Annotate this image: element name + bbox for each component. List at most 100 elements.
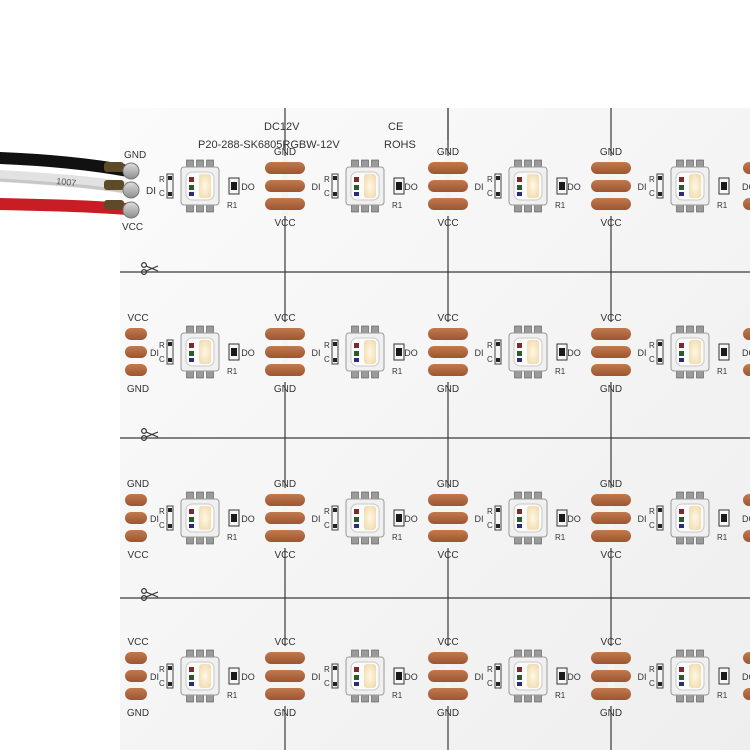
- capacitor-label: C: [159, 189, 165, 198]
- pad-top-label: VCC: [600, 313, 621, 324]
- di-label: DI: [638, 672, 647, 682]
- input-vcc-label: VCC: [122, 222, 143, 233]
- power-wires: 1007 GND DI VCC: [0, 150, 156, 233]
- scissors-icon: [140, 261, 159, 276]
- cut-pad-group: GND VCC DO DI: [241, 479, 320, 561]
- r1-label: R1: [555, 533, 566, 542]
- copper-pad: [591, 530, 631, 542]
- copper-pad: [591, 512, 631, 524]
- pad-top-label: GND: [274, 479, 296, 490]
- capacitor-label: C: [649, 521, 655, 530]
- edge-pad: [743, 328, 750, 340]
- wire-tip-black: [104, 162, 124, 172]
- resistor-label: R: [487, 665, 493, 674]
- cut-marks: [140, 261, 159, 602]
- resistor-label: R: [324, 341, 330, 350]
- rohs-label: ROHS: [384, 139, 416, 151]
- edge-pad: [125, 652, 147, 664]
- do-label: DO: [241, 672, 255, 682]
- resistor-label: R: [324, 175, 330, 184]
- edge-top-label: GND: [127, 479, 149, 490]
- di-label: DI: [475, 182, 484, 192]
- resistor-label: R: [487, 507, 493, 516]
- di-label: DI: [312, 514, 321, 524]
- edge-pad: [125, 364, 147, 376]
- copper-pad: [265, 162, 305, 174]
- pad-bottom-label: VCC: [600, 550, 621, 561]
- capacitor-label: C: [159, 679, 165, 688]
- right-do-label: DO: [742, 514, 750, 524]
- copper-pad: [265, 494, 305, 506]
- copper-pad: [591, 494, 631, 506]
- edge-top-label: VCC: [127, 637, 148, 648]
- right-do-label: DO: [742, 672, 750, 682]
- di-label: DI: [312, 348, 321, 358]
- wire-print: 1007: [56, 176, 77, 188]
- r1-label: R1: [227, 367, 238, 376]
- pad-bottom-label: VCC: [274, 550, 295, 561]
- copper-pad: [265, 364, 305, 376]
- copper-pad: [591, 688, 631, 700]
- capacitor-label: C: [487, 355, 493, 364]
- pad-bottom-label: GND: [600, 708, 622, 719]
- copper-pad: [265, 670, 305, 682]
- resistor-label: R: [649, 507, 655, 516]
- pcb-board: [120, 108, 750, 750]
- input-gnd-label: GND: [124, 150, 146, 161]
- copper-pad: [591, 364, 631, 376]
- copper-pad: [591, 180, 631, 192]
- edge-pad: [125, 670, 147, 682]
- scissors-icon: [140, 427, 159, 442]
- pad-bottom-label: GND: [437, 384, 459, 395]
- pad-bottom-label: VCC: [437, 550, 458, 561]
- edge-pad: [743, 652, 750, 664]
- resistor-label: R: [159, 175, 165, 184]
- copper-pad: [428, 346, 468, 358]
- edge-pad: [743, 530, 750, 542]
- copper-pad: [265, 180, 305, 192]
- edge-pad: [743, 198, 750, 210]
- pad-top-label: VCC: [600, 637, 621, 648]
- r1-label: R1: [227, 691, 238, 700]
- pad-top-label: VCC: [274, 637, 295, 648]
- board-header: DC12V CE P20-288-SK6805RGBW-12V ROHS: [198, 121, 416, 151]
- wire-white-shade: [0, 178, 129, 194]
- r1-label: R1: [717, 367, 728, 376]
- edge-di-label: DI: [150, 672, 159, 682]
- capacitor-label: C: [487, 521, 493, 530]
- part-number-label: P20-288-SK6805RGBW-12V: [198, 139, 340, 151]
- resistor-label: R: [649, 341, 655, 350]
- r1-label: R1: [227, 201, 238, 210]
- copper-pad: [428, 670, 468, 682]
- scissors-icon: [140, 587, 159, 602]
- resistor-label: R: [487, 341, 493, 350]
- copper-pad: [591, 162, 631, 174]
- copper-pad: [591, 198, 631, 210]
- resistor-label: R: [324, 507, 330, 516]
- edge-pad: [125, 346, 147, 358]
- copper-pad: [265, 530, 305, 542]
- di-label: DI: [638, 182, 647, 192]
- edge-pad: [743, 688, 750, 700]
- pad-top-label: GND: [600, 479, 622, 490]
- do-label: DO: [241, 514, 255, 524]
- right-do-label: DO: [742, 182, 750, 192]
- copper-pad: [591, 346, 631, 358]
- di-label: DI: [475, 672, 484, 682]
- edge-pad: [125, 530, 147, 542]
- resistor-label: R: [324, 665, 330, 674]
- do-label: DO: [241, 182, 255, 192]
- pad-bottom-label: GND: [437, 708, 459, 719]
- pad-bottom-label: VCC: [274, 218, 295, 229]
